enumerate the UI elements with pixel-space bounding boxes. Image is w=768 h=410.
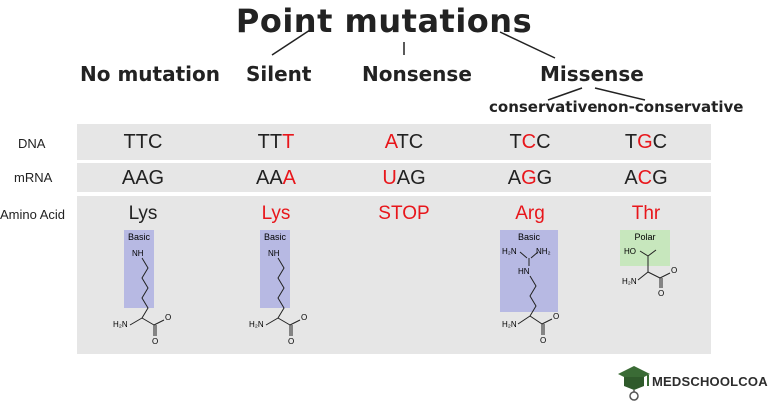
svg-text:O: O <box>152 337 158 346</box>
svg-text:H₂N: H₂N <box>622 277 637 286</box>
property-label: Basic <box>518 232 541 242</box>
mrna-row-band <box>77 163 711 192</box>
category-missense: Missense <box>540 62 644 86</box>
dna-row-band <box>77 124 711 160</box>
svg-text:O: O <box>671 266 677 275</box>
svg-text:O: O <box>165 313 171 322</box>
svg-text:NH: NH <box>268 249 280 258</box>
amino-acid-name: Lys <box>261 203 291 224</box>
amino-acid-name: Lys <box>128 203 158 224</box>
graduation-cap-icon <box>618 366 650 401</box>
dna-cell: TTC <box>123 131 163 153</box>
threonine-structure: Polar HO H₂N O O <box>620 230 677 298</box>
svg-text:O: O <box>301 313 307 322</box>
mrna-cell: AGG <box>507 167 553 189</box>
amino-acid-name: Thr <box>631 203 661 224</box>
category-silent: Silent <box>246 62 312 86</box>
subcategory-conservative: conservative <box>489 98 598 116</box>
row-label-dna: DNA <box>18 136 46 151</box>
property-label: Polar <box>634 232 655 242</box>
row-label-mrna: mRNA <box>14 170 53 185</box>
lysine-structure: Basic NH H₂N O O <box>249 230 307 346</box>
mrna-cell: AAG <box>121 167 165 189</box>
dna-cell: TGC <box>624 131 668 153</box>
dna-cell: TTT <box>257 131 295 153</box>
mrna-cell: AAA <box>255 167 297 189</box>
lysine-structure: Basic NH H₂N O O <box>113 230 171 346</box>
dna-cell: ATC <box>384 131 424 153</box>
svg-text:O: O <box>658 289 664 298</box>
mrna-cell: ACG <box>624 167 668 189</box>
svg-text:NH: NH <box>132 249 144 258</box>
mrna-cell: UAG <box>382 167 426 189</box>
svg-text:HO: HO <box>624 247 636 256</box>
subcategory-non-conservative: non-conservative <box>597 98 744 116</box>
amino-acid-name: STOP <box>378 203 430 224</box>
amino-acid-name: Arg <box>515 203 545 224</box>
medschoolcoach-logo: MEDSCHOOLCOACH <box>614 362 768 406</box>
property-label: Basic <box>128 232 151 242</box>
svg-text:H₂N: H₂N <box>502 247 517 256</box>
property-label: Basic <box>264 232 287 242</box>
svg-text:NH₂: NH₂ <box>536 247 551 256</box>
svg-text:H₂N: H₂N <box>502 320 517 329</box>
svg-text:H₂N: H₂N <box>113 320 128 329</box>
svg-text:H₂N: H₂N <box>249 320 264 329</box>
diagram-title: Point mutations <box>235 2 533 40</box>
row-label-amino-acid: Amino Acid <box>0 207 66 222</box>
svg-text:O: O <box>288 337 294 346</box>
arginine-structure: Basic H₂N NH₂ HN H₂N O O <box>500 230 559 345</box>
category-no-mutation: No mutation <box>80 62 220 86</box>
svg-text:HN: HN <box>518 267 530 276</box>
svg-text:O: O <box>553 312 559 321</box>
amino-acid-row-band <box>77 196 711 354</box>
svg-text:O: O <box>540 336 546 345</box>
dna-cell: TCC <box>509 131 551 153</box>
brand-name: MEDSCHOOLCOACH <box>652 374 768 389</box>
category-nonsense: Nonsense <box>362 62 472 86</box>
